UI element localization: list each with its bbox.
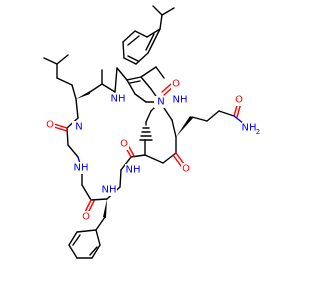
atom-label-o: O (235, 95, 243, 106)
atom-label-o: O (120, 139, 128, 150)
benzyl-group (68, 199, 107, 259)
isopropyl-group (152, 5, 175, 30)
atom-label-n: N (75, 122, 82, 133)
atom-label-nh: NH (74, 163, 89, 174)
macrocycle-backbone (66, 67, 177, 201)
glutamine-side-chain (176, 101, 249, 137)
atom-label-o: O (172, 79, 180, 90)
atom-label-n: N (157, 97, 164, 108)
atom-label-o: O (46, 120, 54, 131)
atom-label-nh: NH (173, 95, 188, 106)
atom-label-nh2: NH (242, 123, 257, 134)
isobutyl-group (43, 54, 116, 100)
atom-label-nh: NH (111, 94, 126, 105)
molecule-structure: NH N NH N NH NH NH NH 2 O O O O O O (43, 5, 262, 259)
atom-label-nh: NH (126, 165, 141, 176)
atom-label-nh: NH (102, 185, 117, 196)
hashed-bond (139, 121, 153, 156)
atom-label-o: O (182, 164, 190, 175)
atom-labels: NH N NH N NH NH NH NH 2 O O O O O O (45, 78, 262, 223)
aryl-ring-top (122, 28, 161, 65)
atom-label-nh2-subscript: 2 (256, 128, 260, 136)
atom-label-o: O (82, 212, 90, 223)
